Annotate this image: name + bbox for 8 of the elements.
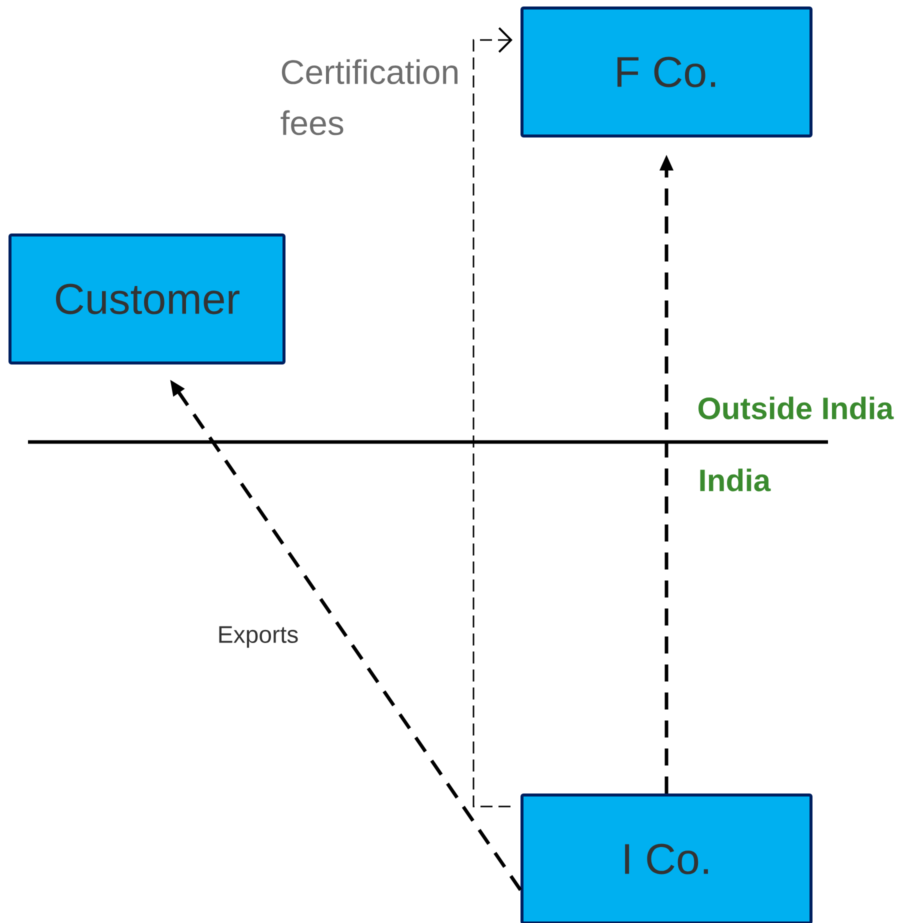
company-box: Customer [8,234,286,364]
edge-label: Exports [219,626,298,648]
region-label: Outside India [698,396,894,420]
arrow [472,27,512,808]
region-label: India [700,468,771,492]
company-box: F Co. [520,6,812,138]
edge-label: Certification fees [280,59,458,136]
company-box: I Co. [520,794,812,923]
